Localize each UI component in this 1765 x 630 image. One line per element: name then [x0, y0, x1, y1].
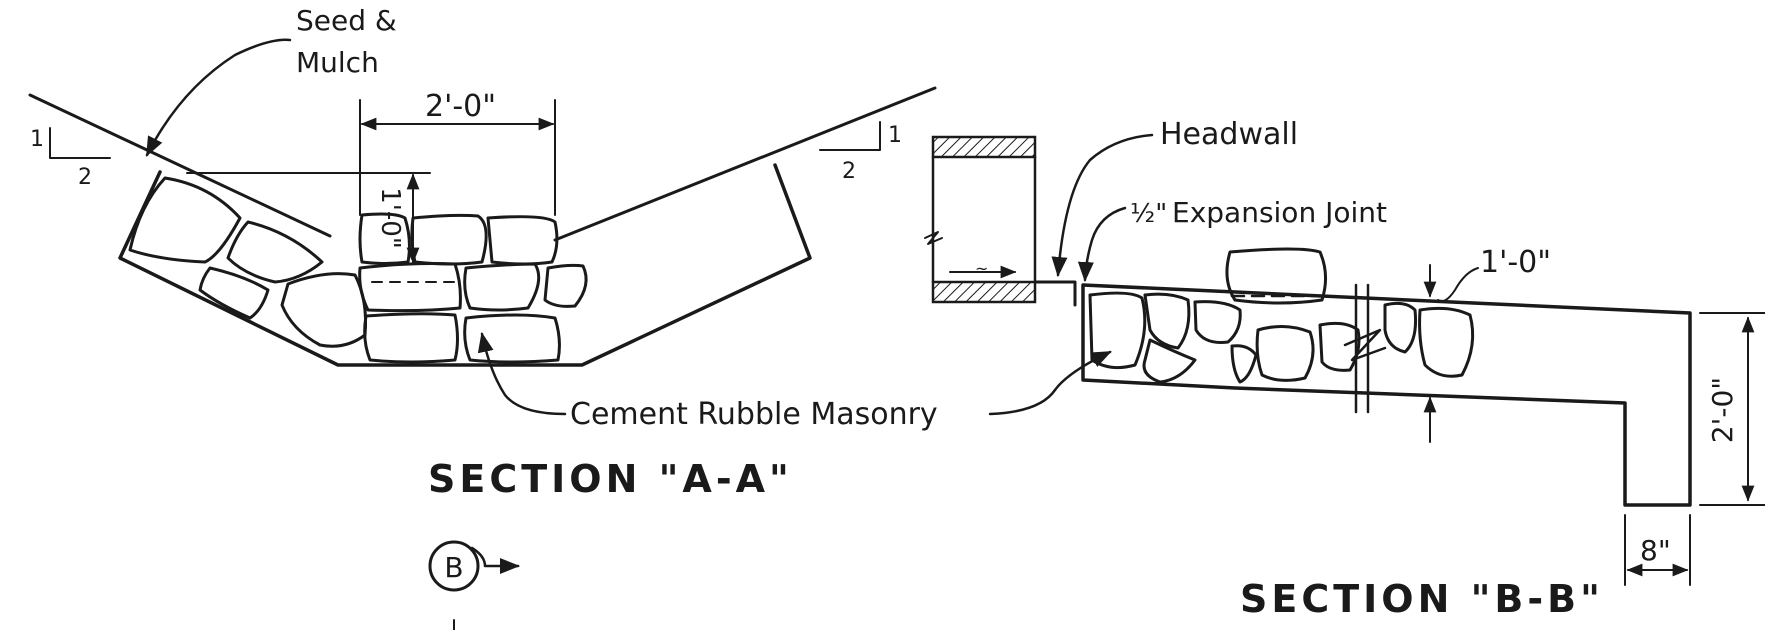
left-slope-indicator: 1 2: [30, 127, 111, 190]
svg-text:2: 2: [78, 165, 92, 190]
material-leader-left: [477, 332, 567, 416]
headwall-top: [1033, 280, 1077, 307]
section-a-drawing: 2'-0" 1'-0" 1 2 1 2 Seed & Mulch Cement …: [28, 4, 1112, 630]
svg-text:2: 2: [842, 159, 856, 184]
expansion-prefix: ½": [1130, 199, 1167, 229]
depth-label: 1'-0": [375, 187, 405, 249]
seed-mulch-label-2: Mulch: [296, 46, 379, 79]
expansion-joint-break: [1343, 283, 1387, 414]
top-width-dimension: [359, 99, 556, 216]
rubble-stones: [128, 176, 588, 364]
svg-text:B: B: [444, 551, 463, 584]
section-b-title: SECTION "B-B": [1240, 577, 1604, 621]
section-b-drawing: ~: [924, 117, 1765, 621]
section-b-marker: B: [428, 540, 520, 630]
seed-mulch-leader: [145, 38, 292, 157]
width-label: 8": [1640, 534, 1671, 567]
material-leader-right: [988, 350, 1112, 416]
left-ground-slope: [28, 93, 332, 238]
headwall-leader: [1051, 133, 1154, 277]
apron-rubble-stones: [1088, 291, 1475, 384]
headwall-label: Headwall: [1160, 117, 1298, 152]
apron-outline: [1081, 283, 1692, 507]
top-stone: [1225, 247, 1327, 305]
depth-dimension: [186, 172, 431, 264]
width-dimension: [1624, 514, 1691, 586]
svg-text:1: 1: [30, 127, 44, 152]
height-label: 2'-0": [1706, 377, 1739, 443]
svg-text:~: ~: [975, 259, 988, 278]
right-slope-indicator: 1 2: [819, 121, 902, 184]
apron-thickness-label: 1'-0": [1480, 245, 1551, 280]
expansion-label: Expansion Joint: [1172, 196, 1387, 229]
material-label: Cement Rubble Masonry: [570, 397, 938, 432]
pipe-section: ~: [924, 135, 1037, 304]
apron-thickness-dimension: [1423, 264, 1479, 443]
height-dimension: [1699, 312, 1765, 506]
top-width-label: 2'-0": [425, 89, 496, 124]
expansion-leader: [1077, 206, 1127, 282]
seed-mulch-label-1: Seed &: [296, 4, 397, 37]
channel-outline: [118, 163, 812, 367]
right-ground-slope: [553, 86, 937, 242]
section-a-title: SECTION "A-A": [428, 457, 793, 501]
svg-text:1: 1: [888, 123, 902, 148]
